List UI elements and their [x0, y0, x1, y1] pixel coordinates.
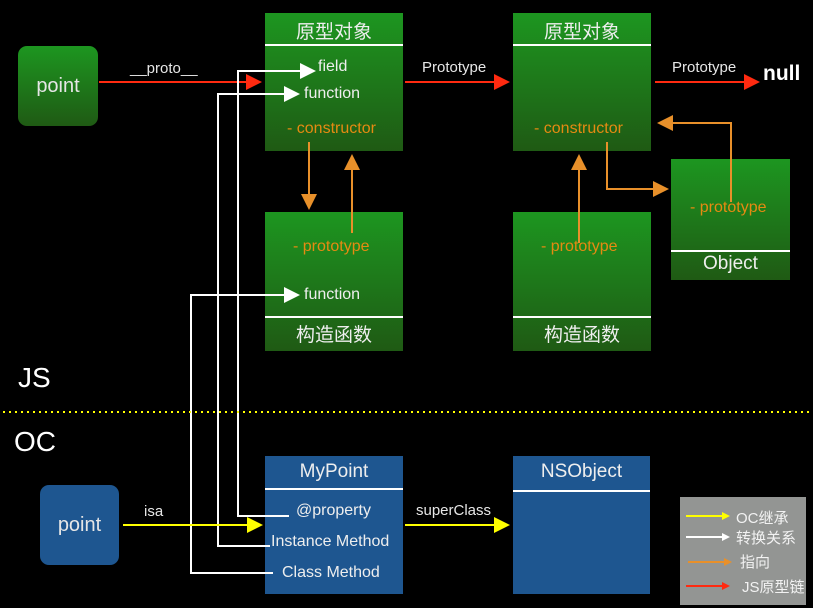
legend-label: 转换关系	[736, 530, 797, 547]
constructor-1-prototype: - prototype	[293, 238, 370, 255]
divider	[265, 488, 403, 490]
legend-item-pointer: 指向	[680, 551, 806, 573]
legend-label: JS原型链	[742, 579, 805, 596]
object-title: Object	[703, 253, 758, 274]
mypoint-instance-method: Instance Method	[271, 533, 390, 550]
proto-arrow-label: __proto__	[130, 60, 198, 77]
proto-object-2-title: 原型对象	[543, 22, 620, 43]
divider	[513, 316, 651, 318]
mypoint-title: MyPoint	[299, 461, 369, 482]
prototype-arrow-label-2: Prototype	[672, 59, 737, 76]
legend-item-mapping: 转换关系	[680, 526, 806, 548]
object-prototype: - prototype	[690, 199, 767, 216]
proto-object-1-title: 原型对象	[295, 22, 372, 43]
red-arrow-icon	[686, 582, 730, 590]
superclass-arrow-label: superClass	[416, 502, 492, 519]
legend: OC继承 转换关系 指向 JS原型链	[680, 497, 806, 605]
mypoint-class-method: Class Method	[282, 564, 380, 581]
constructor-1-function: function	[304, 286, 361, 303]
orange-arrow-icon	[688, 558, 732, 566]
js-section-label: JS	[18, 362, 51, 393]
constructor-2-prototype: - prototype	[541, 238, 618, 255]
divider	[513, 490, 650, 492]
class-mypoint[interactable]: MyPoint @property Instance Method Class …	[265, 456, 403, 594]
legend-label: OC继承	[736, 510, 789, 527]
divider	[513, 44, 651, 46]
yellow-arrow-icon	[686, 512, 730, 520]
js-point-label: point	[36, 74, 80, 97]
class-nsobject[interactable]: NSObject	[513, 456, 650, 594]
oc-point-label: point	[57, 513, 102, 536]
isa-arrow-label: isa	[144, 503, 164, 520]
white-arrow-icon	[686, 533, 730, 541]
legend-item-oc-inherit: OC继承	[680, 505, 806, 527]
prototype-arrow-label-1: Prototype	[422, 59, 487, 76]
proto-field: field	[318, 58, 348, 75]
mypoint-property: @property	[296, 502, 371, 519]
oc-section-label: OC	[14, 426, 56, 457]
divider	[265, 316, 403, 318]
proto-object-2[interactable]: 原型对象 - constructor	[513, 13, 651, 151]
constructor-1[interactable]: - prototype function 构造函数	[265, 212, 403, 351]
proto-object-1[interactable]: 原型对象 field function - constructor	[265, 13, 403, 151]
constructor-1-title: 构造函数	[295, 325, 372, 346]
legend-label: 指向	[740, 554, 771, 571]
object-constructor[interactable]: - prototype Object	[671, 159, 790, 280]
nsobject-title: NSObject	[540, 461, 623, 482]
js-point-instance[interactable]: point	[18, 46, 98, 126]
constructor-2-title: 构造函数	[543, 325, 620, 346]
divider	[671, 250, 790, 252]
null-label: null	[763, 62, 801, 85]
divider	[265, 44, 403, 46]
oc-point-instance[interactable]: point	[40, 485, 119, 565]
constructor-2[interactable]: - prototype 构造函数	[513, 212, 651, 351]
legend-item-js-chain: JS原型链	[680, 575, 806, 597]
proto-constructor: - constructor	[287, 120, 376, 137]
proto-function: function	[304, 85, 361, 102]
proto-2-constructor: - constructor	[534, 120, 623, 137]
